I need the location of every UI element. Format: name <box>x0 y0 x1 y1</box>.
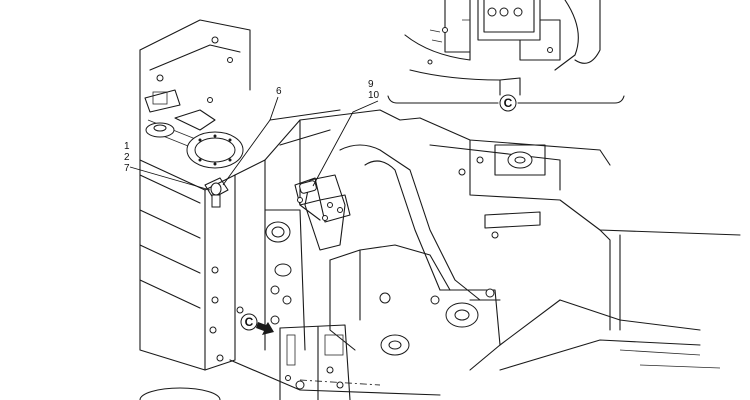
detail-circle-inset <box>499 94 517 112</box>
left-frame <box>139 19 266 371</box>
leader-9-10 <box>312 100 379 187</box>
callouts: 6 9 10 1 2 7 C <box>124 79 380 331</box>
detail-letter-main: C <box>245 315 254 329</box>
detail-letter-inset: C <box>504 96 513 110</box>
leader-6 <box>222 96 279 186</box>
callout-10: 10 <box>368 90 380 101</box>
callout-6: 6 <box>276 86 282 97</box>
main-structure <box>139 109 741 400</box>
callout-7: 7 <box>124 163 130 174</box>
detail-circle-main <box>240 313 258 331</box>
leader-1-2-7 <box>129 166 211 191</box>
callout-9: 9 <box>368 79 374 90</box>
callout-1: 1 <box>124 141 130 152</box>
detail-inset-c: C <box>387 0 625 112</box>
callout-2: 2 <box>124 152 130 163</box>
